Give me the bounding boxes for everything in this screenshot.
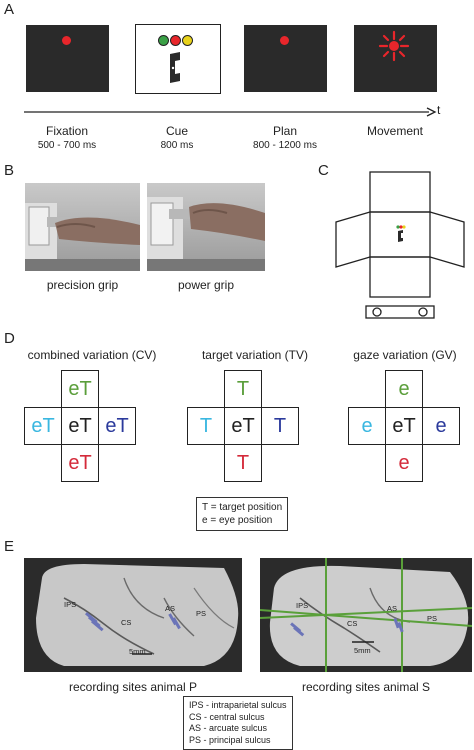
fixation-screen [26,25,109,92]
panel-label-d: D [4,330,15,347]
tv-title: target variation (TV) [201,348,309,362]
s-scale-label: 5mm [354,646,371,655]
plan-screen [244,25,327,92]
tv-center: eT [224,407,262,445]
phase-cue-duration: 800 ms [160,140,194,151]
precision-grip-photo [25,183,140,271]
movement-screen [354,25,437,92]
sulcus-legend-as: AS - arcuate sulcus [189,723,268,733]
mri-animal-s [260,558,472,672]
precision-grip-caption: precision grip [46,278,119,292]
variation-legend-eye: e = eye position [202,515,273,526]
mri-p-caption: recording sites animal P [68,680,198,694]
cv-center: eT [61,407,99,445]
cv-bottom: eT [61,444,99,482]
movement-burst-icon [378,30,410,62]
s-ps-label: PS [427,614,438,623]
mri-animal-p [24,558,242,672]
tv-right: T [261,407,299,445]
phase-cue-name: Cue [165,124,188,138]
variation-legend-target: T = target position [202,502,283,513]
s-cs-label: CS [347,619,358,628]
p-ips-label: IPS [64,600,77,609]
tv-left: T [187,407,225,445]
s-ips-label: IPS [296,601,309,610]
gv-right: e [422,407,460,445]
sulcus-legend: IPS - intraparietal sulcus CS - central … [183,696,293,750]
tv-bottom: T [224,444,262,482]
power-grip-photo [147,183,265,271]
phase-plan-name: Plan [272,124,298,138]
sulcus-legend-cs: CS - central sulcus [189,711,265,722]
phase-fixation-name: Fixation [45,124,89,138]
gv-top: e [385,370,423,408]
variation-legend: T = target position e = eye position [196,497,289,531]
cue-screen [135,24,221,94]
gv-title: gaze variation (GV) [353,348,457,362]
grasp-handle-icon [170,52,180,83]
yellow-led-icon [182,35,193,46]
cv-top: eT [61,370,99,408]
p-cs-label: CS [121,618,132,627]
cv-right: eT [98,407,136,445]
mri-s-caption: recording sites animal S [301,680,431,694]
panel-label-b: B [4,162,15,179]
cv-left: eT [24,407,62,445]
time-axis [24,107,437,117]
panel-label-a: A [4,1,15,18]
p-ps-label: PS [196,609,207,618]
phase-fixation-duration: 500 - 700 ms [37,140,97,151]
panel-label-c: C [318,162,329,179]
sulcus-legend-ps: PS - principal sulcus [189,734,271,745]
red-led-icon [170,35,181,46]
green-led-icon [158,35,169,46]
gv-center: eT [385,407,423,445]
p-as-label: AS [165,604,176,613]
phase-movement-name: Movement [366,124,424,138]
fixation-dot-icon [62,36,71,45]
cv-title: combined variation (CV) [27,348,157,362]
gv-left: e [348,407,386,445]
p-scale-label: 5mm [129,647,146,656]
s-as-label: AS [387,604,398,613]
tv-top: T [224,370,262,408]
plan-dot-icon [280,36,289,45]
time-axis-label: t [437,103,441,117]
setup-schematic [335,171,465,319]
power-grip-caption: power grip [177,278,235,292]
gv-bottom: e [385,444,423,482]
panel-label-e: E [4,538,15,555]
phase-plan-duration: 800 - 1200 ms [253,140,317,151]
sulcus-legend-ips: IPS - intraparietal sulcus [189,700,287,710]
